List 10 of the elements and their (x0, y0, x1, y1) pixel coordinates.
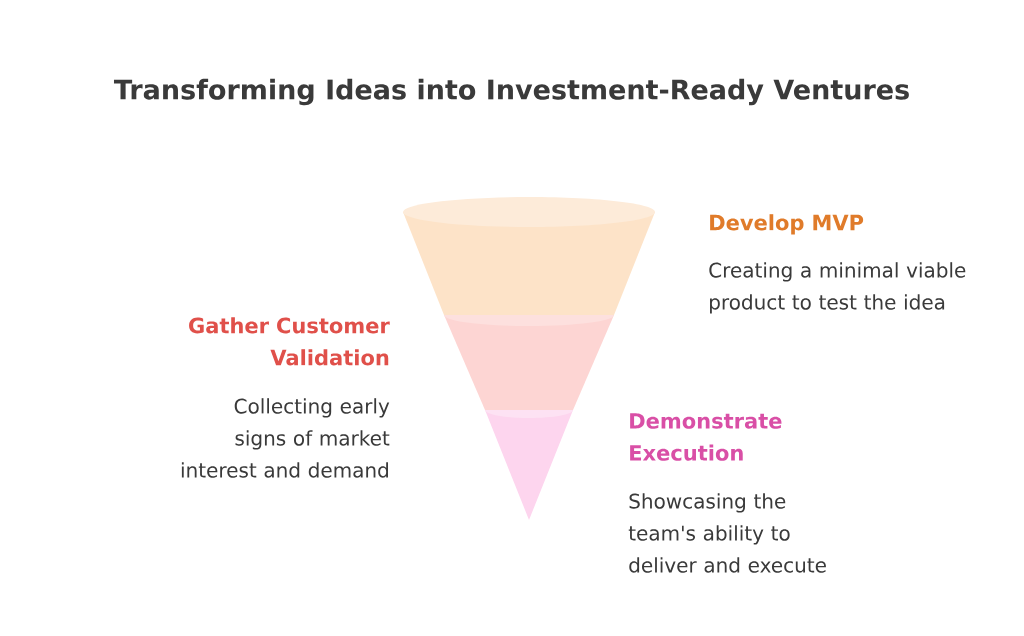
step-description: Collecting early signs of market interest and demand (181, 398, 390, 478)
funnel-segment (444, 315, 614, 410)
step-heading: Demonstrate Execution (630, 413, 782, 461)
step-heading: Gather Customer Validation (189, 317, 390, 366)
step-heading: Develop MVP (710, 214, 864, 235)
funnel-segment (485, 410, 573, 520)
title: Transforming Ideas into Investment-Ready Ventures (114, 78, 909, 106)
step-description: Creating a minimal viable product to test the idea (709, 262, 966, 314)
funnel-segment (403, 197, 655, 315)
step-description: Showcasing the team's ability to deliver and execute (628, 493, 826, 573)
